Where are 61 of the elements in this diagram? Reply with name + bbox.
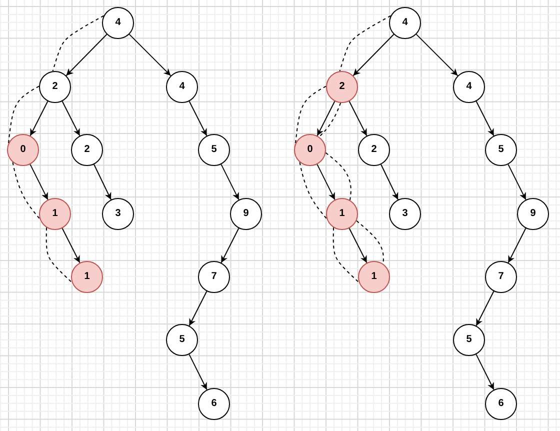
tree-node: 1 [39, 198, 71, 230]
tree-node: 4 [453, 71, 485, 103]
tree-node: 2 [358, 134, 390, 166]
tree-node: 1 [358, 261, 390, 293]
tree-node: 3 [389, 198, 421, 230]
tree-node: 5 [166, 324, 198, 356]
tree-node: 5 [485, 134, 517, 166]
dashed-path-line [332, 227, 360, 283]
arrow [66, 34, 108, 76]
arrow [476, 354, 494, 390]
tree-node: 2 [326, 71, 358, 103]
tree-node: 7 [485, 261, 517, 293]
dashed-path-line [12, 162, 40, 220]
tree-node: 4 [389, 7, 421, 39]
tree-node: 3 [102, 198, 134, 230]
arrow [30, 100, 48, 136]
dashed-path-line [8, 86, 40, 144]
tree-node: 5 [453, 324, 485, 356]
tree-node: 4 [102, 7, 134, 39]
arrow [93, 164, 112, 200]
arrow [188, 100, 208, 136]
tree-node: 1 [326, 198, 358, 230]
arrow [352, 34, 394, 76]
tree-node: 6 [198, 388, 230, 420]
arrow [62, 100, 80, 136]
arrow [220, 228, 240, 264]
dashed-path-line [295, 86, 327, 144]
tree-node: 0 [294, 134, 326, 166]
arrow [416, 34, 458, 76]
arrow [62, 228, 80, 264]
arrow [188, 354, 208, 390]
arrow [220, 164, 240, 200]
arrow [380, 164, 399, 200]
arrow [188, 290, 208, 326]
arrow [508, 164, 526, 200]
dashed-path-line [325, 152, 352, 201]
tree-node: 4 [166, 71, 198, 103]
arrow [476, 100, 494, 136]
tree-node: 1 [71, 261, 103, 293]
dashed-path-line [299, 162, 328, 220]
arrow [316, 100, 336, 136]
tree-node: 6 [485, 388, 517, 420]
dashed-path-line [46, 227, 72, 283]
tree-node: 2 [39, 71, 71, 103]
arrow [508, 228, 526, 264]
tree-node: 9 [517, 198, 549, 230]
tree-node: 9 [230, 198, 262, 230]
tree-node: 5 [198, 134, 230, 166]
arrow [476, 290, 494, 326]
tree-node: 2 [71, 134, 103, 166]
dashed-path-line [52, 15, 104, 72]
tree-node: 0 [7, 134, 39, 166]
tree-node: 7 [198, 261, 230, 293]
dashed-path-line [339, 15, 392, 72]
arrow [316, 164, 336, 200]
dashed-path-line [318, 102, 342, 138]
dashed-path-line [356, 220, 384, 264]
arrow [128, 34, 172, 76]
arrow [30, 164, 48, 200]
arrow [348, 100, 368, 136]
arrow [348, 228, 368, 264]
